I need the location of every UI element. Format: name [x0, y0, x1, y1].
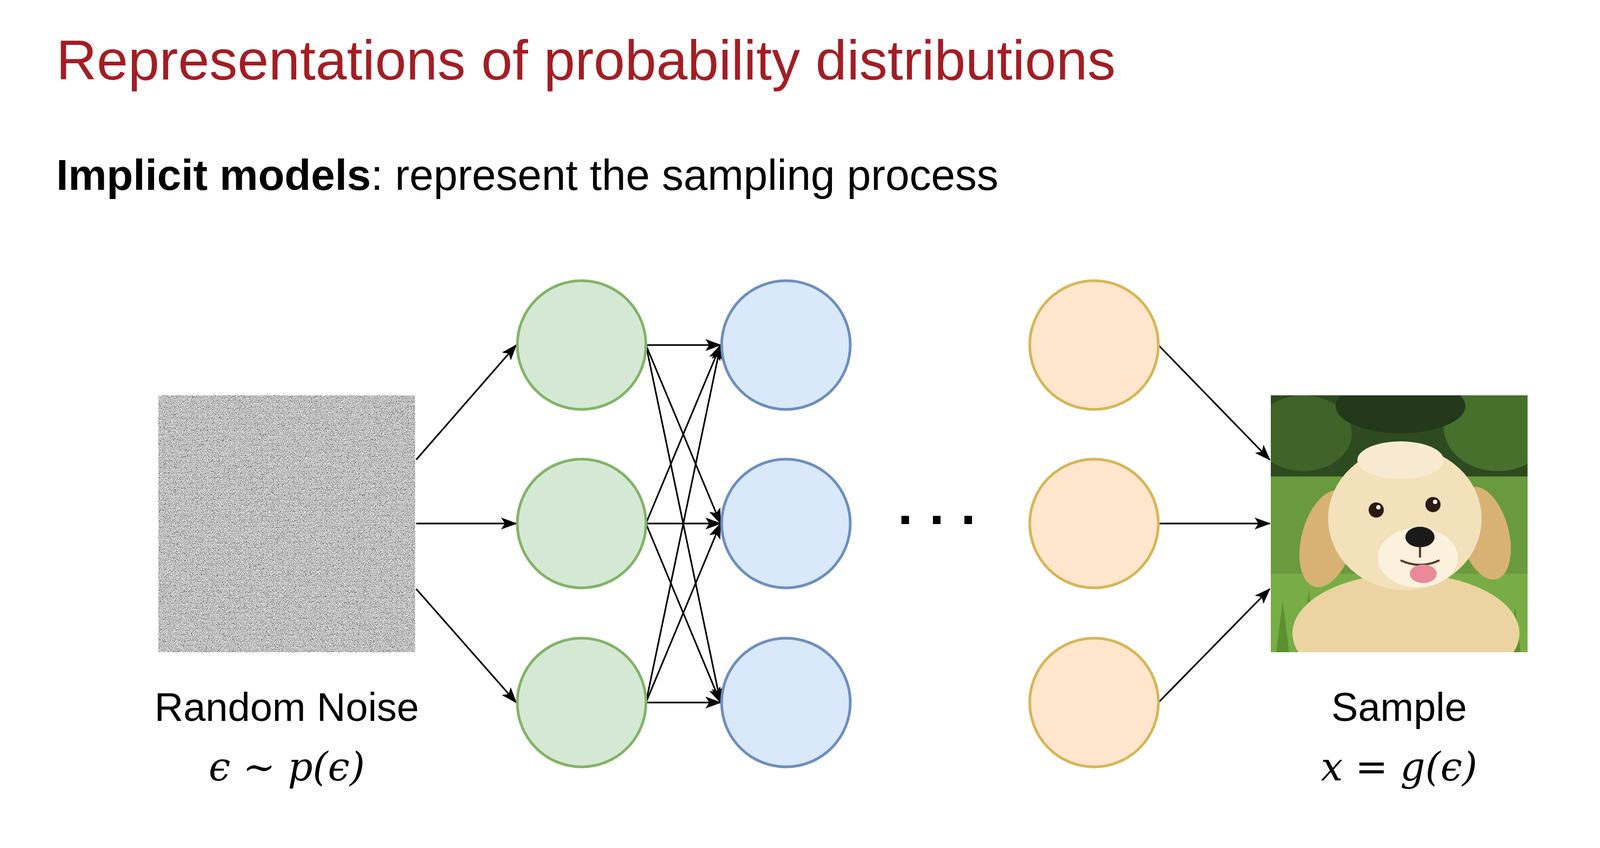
- input-layer-neuron: [517, 280, 646, 410]
- node-caption: Random Noiseϵ ∼ p(ϵ): [154, 676, 419, 798]
- subtitle-term: Implicit models: [56, 150, 371, 199]
- subtitle-line: Implicit models: represent the sampling …: [56, 149, 999, 202]
- noise-image: [158, 395, 416, 652]
- puppy-photo: [1357, 441, 1444, 479]
- arrow: [1158, 344, 1270, 460]
- sample-output: Samplex = g(ϵ): [1270, 395, 1528, 652]
- arrow: [645, 344, 721, 524]
- input-layer-neuron: [517, 637, 646, 767]
- arrow: [645, 523, 721, 703]
- puppy-photo: [1409, 564, 1437, 583]
- arrow: [645, 701, 721, 704]
- node-caption: Samplex = g(ϵ): [1321, 676, 1478, 798]
- arrow: [1158, 588, 1270, 703]
- puppy-photo: [1368, 502, 1384, 518]
- slide-title: Representations of probability distribut…: [56, 28, 1116, 93]
- arrow: [645, 344, 721, 703]
- formula: x = g(ϵ): [1321, 736, 1478, 798]
- output-layer-neuron: [1029, 280, 1159, 410]
- noise-input: Random Noiseϵ ∼ p(ϵ): [158, 395, 416, 652]
- puppy-photo: [1400, 546, 1440, 565]
- arrow: [645, 344, 721, 346]
- node-label: Random Noise: [154, 676, 419, 737]
- arrow: [1158, 522, 1270, 525]
- noise-image: [158, 395, 416, 652]
- arrow: [645, 344, 721, 524]
- puppy-photo: [1432, 499, 1438, 504]
- puppy-photo: [1376, 504, 1381, 510]
- arrow: [416, 522, 517, 525]
- node-label: Sample: [1331, 676, 1468, 737]
- formula: ϵ ∼ p(ϵ): [208, 736, 365, 798]
- arrow: [645, 523, 721, 703]
- output-layer-neuron: [1029, 637, 1159, 767]
- ellipsis: · · ·: [897, 498, 977, 542]
- subtitle-text: : represent the sampling process: [370, 150, 999, 199]
- arrow: [416, 588, 517, 703]
- puppy-photo: [1425, 496, 1441, 512]
- puppy-photo: [1405, 526, 1435, 548]
- hidden-layer-neuron: [721, 280, 851, 410]
- puppy-photo: [1335, 395, 1466, 433]
- input-layer-neuron: [517, 458, 646, 588]
- arrow: [645, 344, 721, 703]
- hidden-layer-neuron: [721, 637, 851, 767]
- hidden-layer-neuron: [721, 458, 851, 588]
- arrow: [416, 344, 517, 460]
- output-layer-neuron: [1029, 458, 1159, 588]
- puppy-photo: [1270, 395, 1528, 652]
- network-layers: [416, 280, 1270, 767]
